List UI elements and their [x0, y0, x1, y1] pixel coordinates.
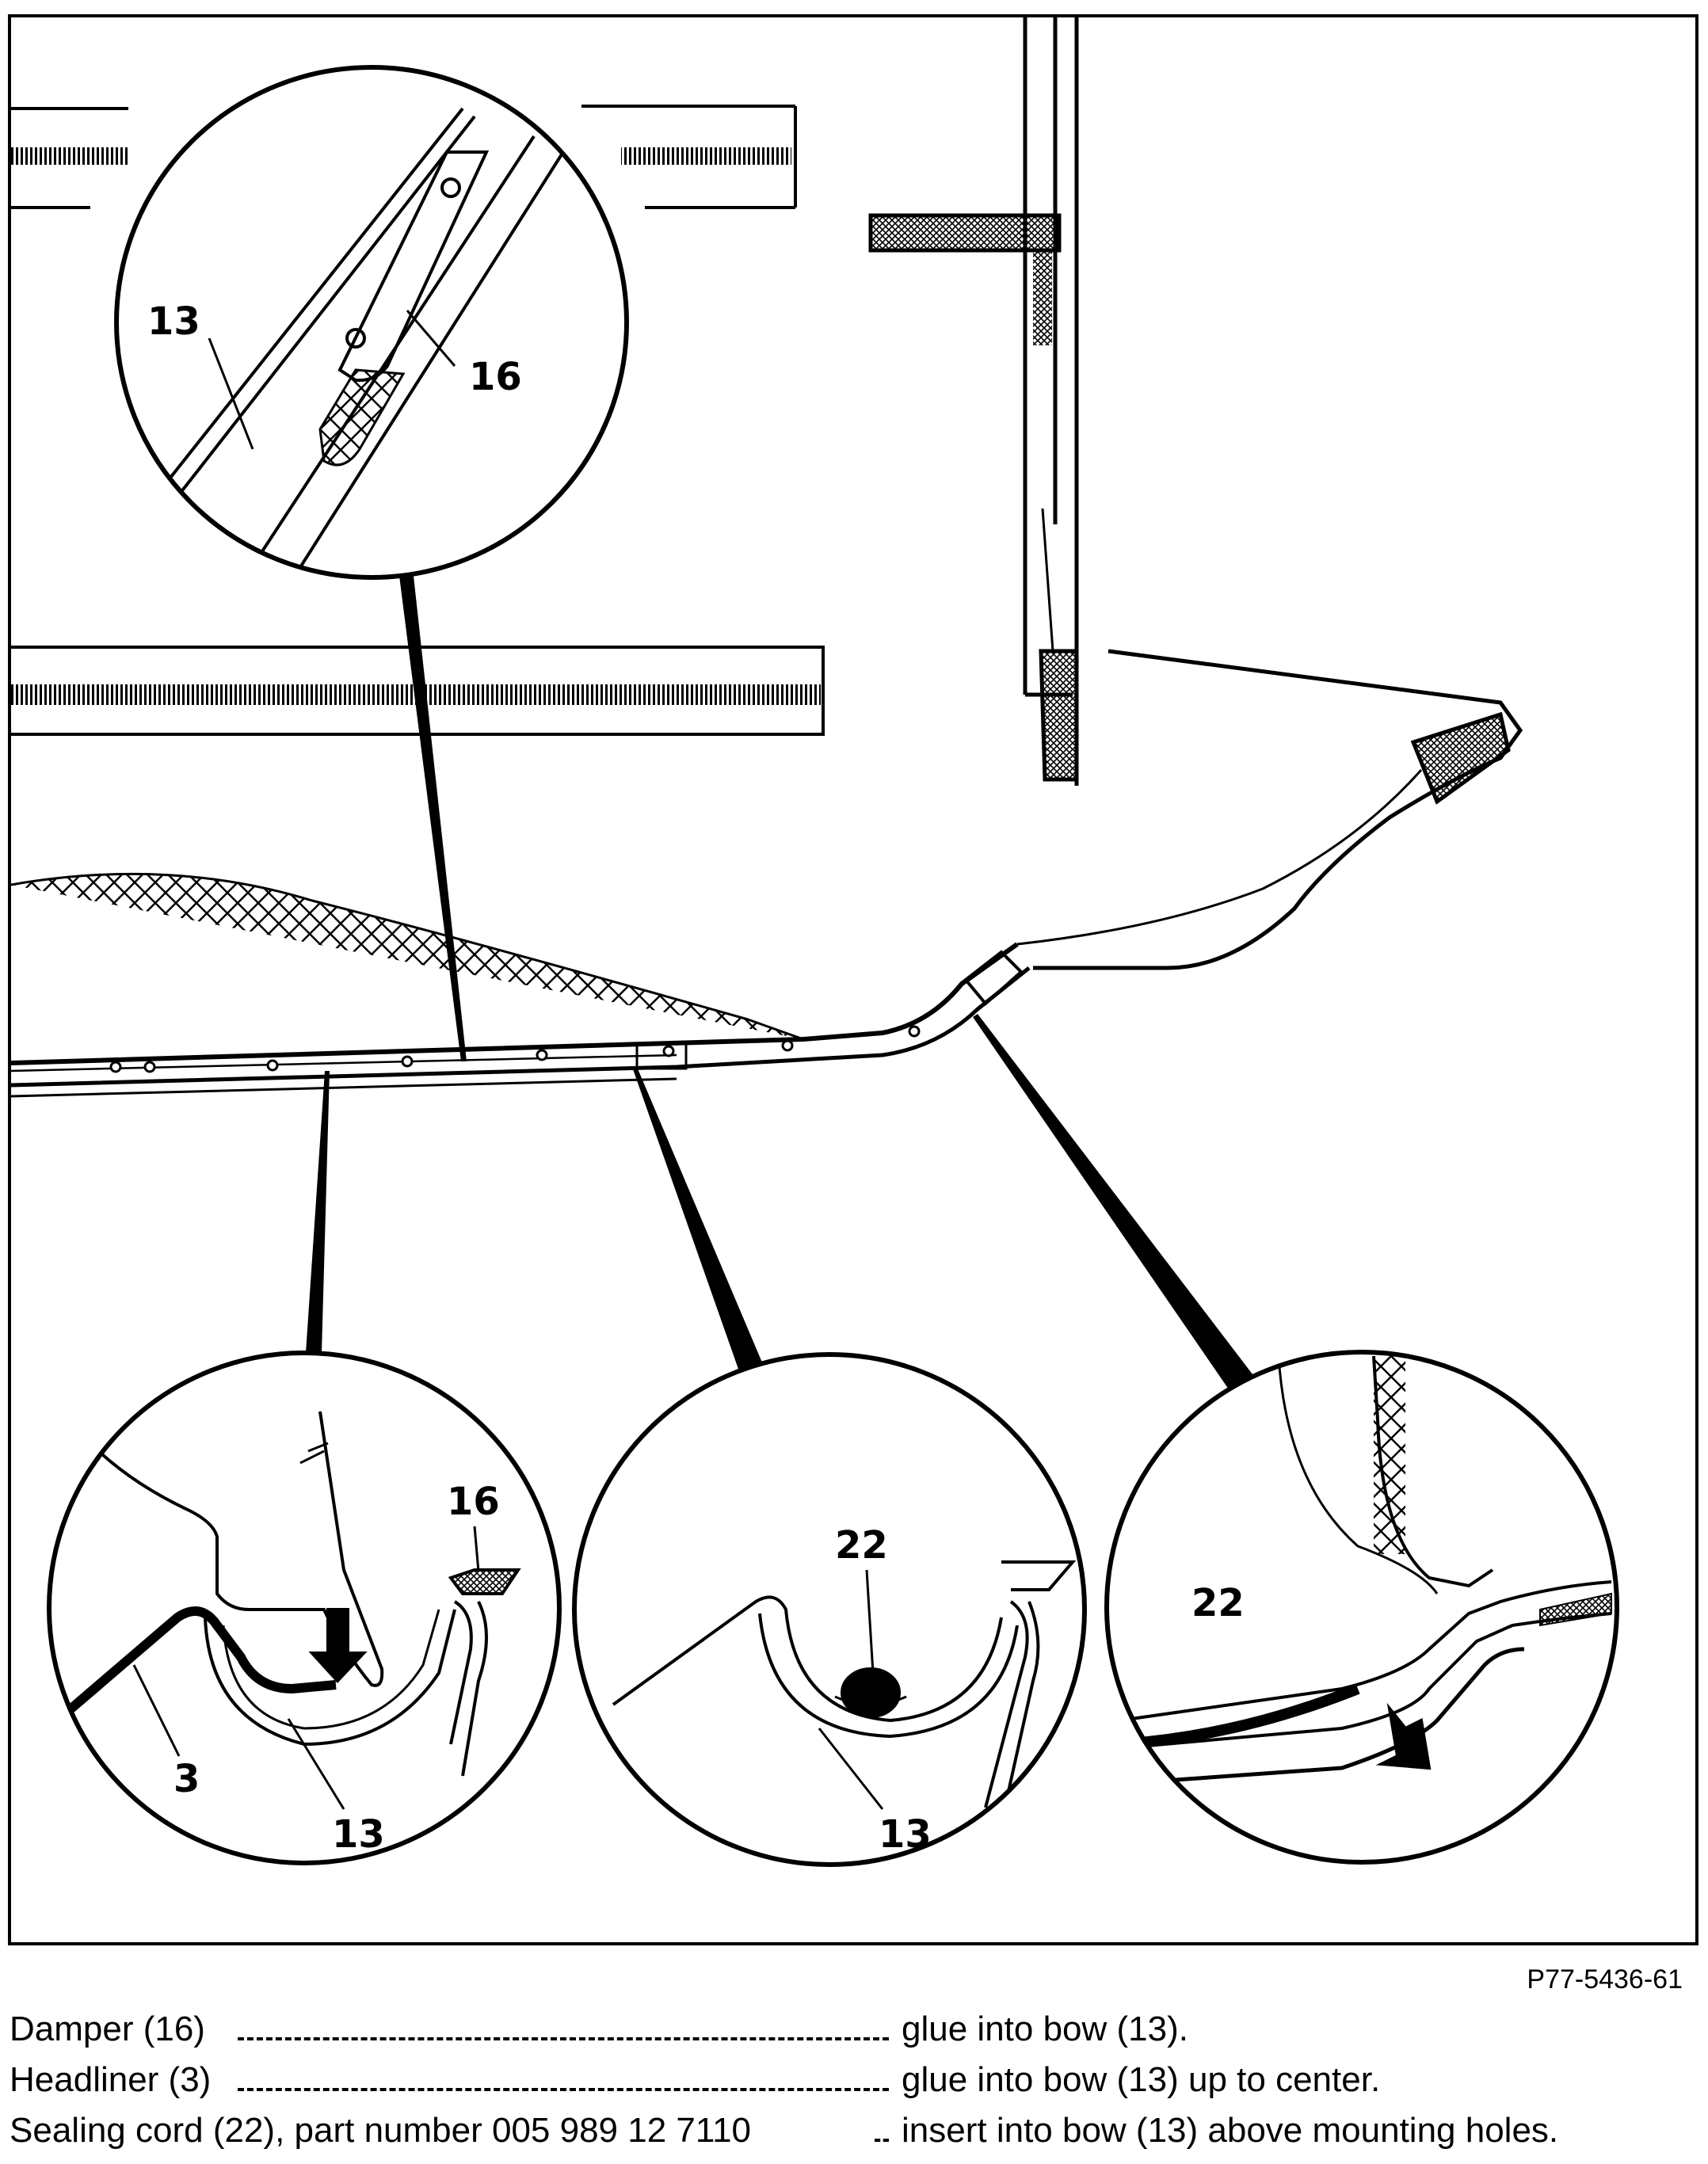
- bow-rail: [11, 872, 1031, 1098]
- instruction-action: glue into bow (13) up to center.: [902, 2060, 1381, 2099]
- diagram-drawing: 13 16 16 3 13: [11, 17, 1619, 1867]
- label-13-top: 13: [147, 299, 200, 344]
- detail-circle-left: 16 3 13: [47, 1351, 562, 1865]
- label-13-left: 13: [332, 1812, 385, 1857]
- instruction-part: Damper (16): [10, 2010, 205, 2048]
- leader-lines: [306, 576, 1263, 1402]
- label-22-middle: 22: [835, 1523, 888, 1568]
- label-16-top: 16: [469, 355, 522, 399]
- detail-circle-top: 13 16: [114, 65, 629, 580]
- figure-reference-id: P77-5436-61: [1527, 1964, 1683, 1994]
- label-16-left: 16: [447, 1480, 500, 1524]
- instruction-row-damper: Damper (16) glue into bow (13).: [10, 2006, 1705, 2053]
- instruction-row-sealing-cord: Sealing cord (22), part number 005 989 1…: [10, 2107, 1705, 2154]
- label-3-left: 3: [173, 1757, 200, 1801]
- headliner-flap: [1016, 649, 1523, 970]
- label-22-right: 22: [1191, 1581, 1245, 1625]
- leader-dots: [238, 2088, 889, 2091]
- installation-diagram: 13 16 16 3 13: [8, 14, 1698, 1945]
- instruction-action: insert into bow (13) above mounting hole…: [902, 2111, 1559, 2150]
- leader-dots: [875, 2139, 889, 2142]
- pillar-section: [868, 17, 1079, 786]
- leader-dots: [238, 2037, 889, 2040]
- instruction-part: Headliner (3): [10, 2060, 212, 2099]
- label-13-middle: 13: [879, 1812, 932, 1857]
- detail-circle-middle: 22 13: [572, 1352, 1087, 1867]
- detail-circle-right: 22: [1104, 1350, 1619, 1865]
- instruction-part: Sealing cord (22), part number 005 989 1…: [10, 2111, 752, 2150]
- instruction-row-headliner: Headliner (3) glue into bow (13) up to c…: [10, 2056, 1705, 2104]
- instruction-action: glue into bow (13).: [902, 2010, 1188, 2048]
